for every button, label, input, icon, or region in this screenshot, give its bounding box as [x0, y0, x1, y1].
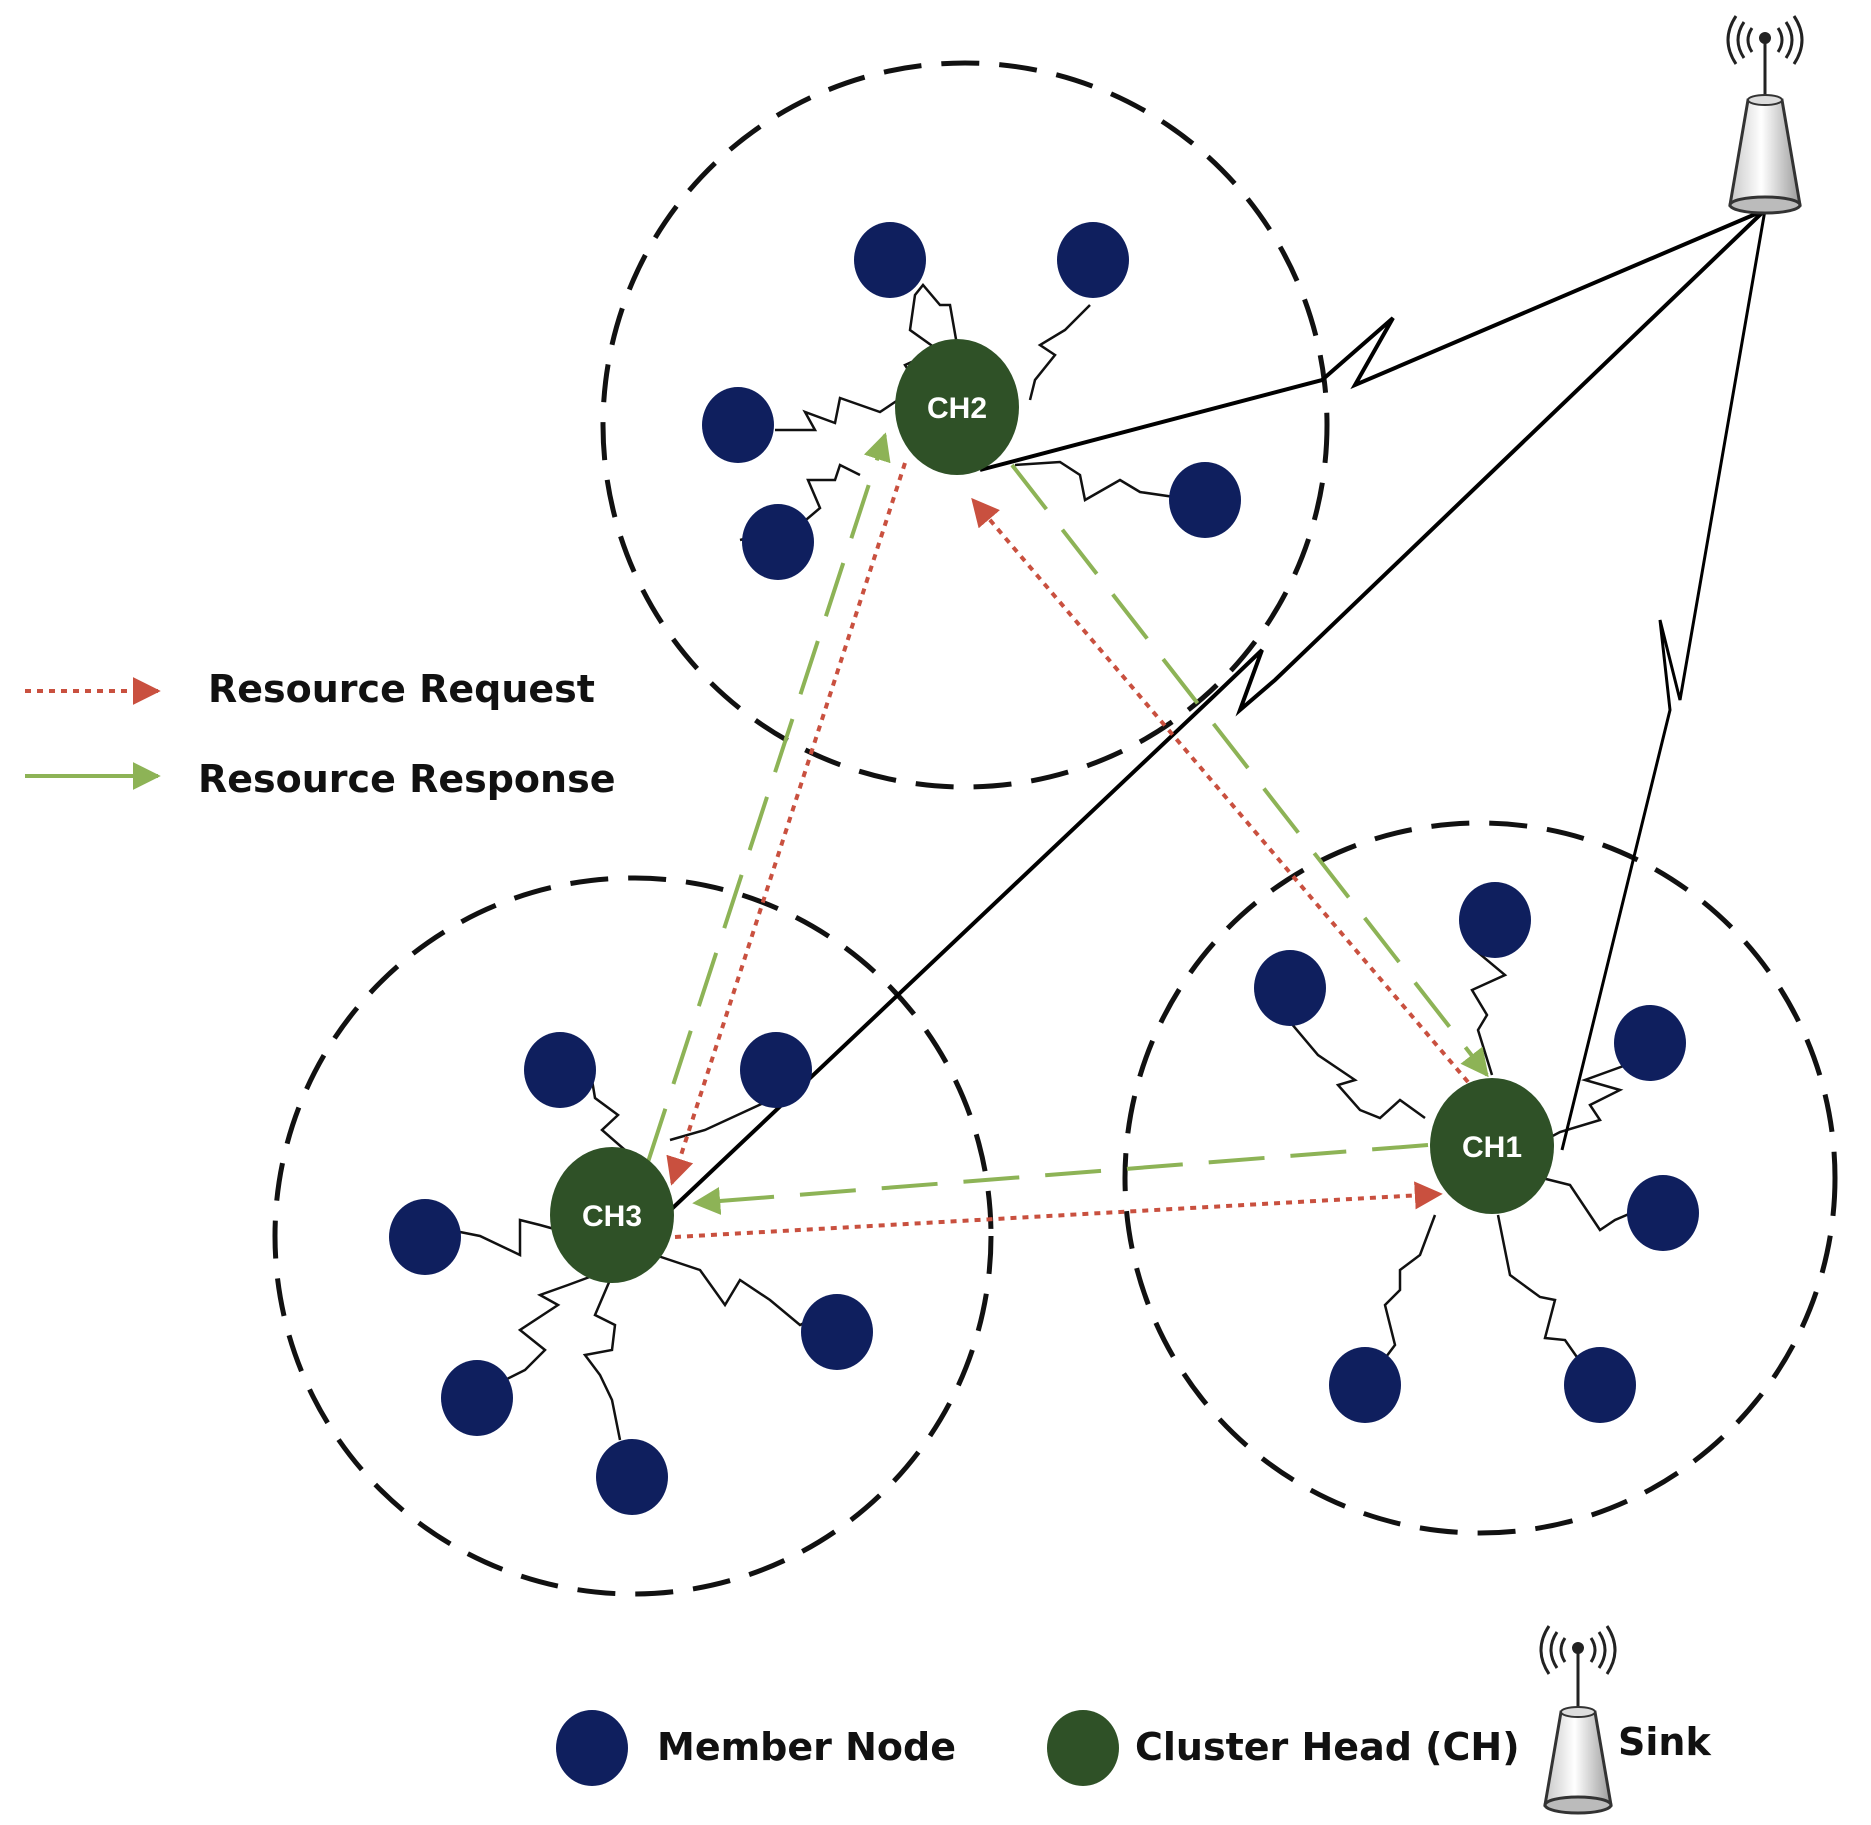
member-link	[1279, 1009, 1426, 1120]
member-node	[1614, 1005, 1686, 1081]
sink-link-ch1	[1560, 209, 1767, 1151]
sink-link-ch2	[979, 208, 1766, 472]
legend-sink-label: Sink	[1618, 1720, 1711, 1764]
legend-response-label: Resource Response	[198, 757, 615, 801]
cluster-head-node	[1430, 1078, 1554, 1214]
sink-links	[658, 208, 1767, 1222]
member-link	[1014, 460, 1196, 502]
cluster-boundary-ch2	[600, 60, 1330, 790]
cluster-head-node	[895, 339, 1019, 475]
legend-arrows: Resource Request Resource Response	[25, 667, 615, 801]
legend-bottom: Member Node Cluster Head (CH) Sink	[556, 1625, 1711, 1815]
member-link	[1470, 943, 1508, 1076]
member-link	[582, 1279, 622, 1441]
member-node	[1459, 882, 1531, 958]
cluster-head-ch3: CH3	[550, 1147, 674, 1283]
member-node	[1564, 1347, 1636, 1423]
legend-cluster-head-label: Cluster Head (CH)	[1135, 1725, 1520, 1769]
member-node	[1057, 222, 1129, 298]
legend-member-node-label: Member Node	[657, 1725, 956, 1769]
cluster-boundary-ch3	[272, 875, 994, 1597]
member-link	[474, 1273, 596, 1397]
legend-sink-icon	[1539, 1625, 1617, 1815]
member-node	[854, 222, 926, 298]
legend-cluster-head-swatch	[1047, 1710, 1119, 1786]
member-nodes	[389, 222, 1699, 1515]
member-node	[1627, 1175, 1699, 1251]
response-arrow-ch2-to-ch1	[1010, 463, 1489, 1078]
cluster-head-node	[550, 1147, 674, 1283]
legend-request-label: Resource Request	[208, 667, 595, 711]
member-link	[775, 396, 899, 432]
response-arrow-ch1-to-ch3	[692, 1143, 1429, 1215]
member-node	[524, 1032, 596, 1108]
response-arrows	[646, 432, 1489, 1215]
cluster-head-ch2: CH2	[895, 339, 1019, 475]
member-link	[1496, 1214, 1595, 1381]
member-link	[1544, 1058, 1641, 1142]
response-arrow-ch3-to-ch2	[646, 432, 891, 1163]
sink-antenna-icon	[1726, 15, 1804, 215]
member-link	[449, 1218, 559, 1257]
member-node	[441, 1360, 513, 1436]
request-arrows	[666, 462, 1470, 1239]
member-link	[1028, 304, 1091, 401]
member-node	[742, 504, 814, 580]
cluster-head-label: CH3	[582, 1200, 642, 1233]
member-node	[1329, 1347, 1401, 1423]
request-arrow-ch3-to-ch1	[674, 1181, 1443, 1239]
sink-link-ch3	[658, 208, 1767, 1222]
member-node	[1169, 462, 1241, 538]
member-link	[654, 1253, 811, 1327]
request-arrow-ch1-to-ch2	[971, 497, 1470, 1084]
member-link	[669, 1098, 771, 1142]
cluster-boundary-ch1	[1122, 820, 1838, 1536]
legend-member-node-swatch	[556, 1710, 628, 1786]
cluster-boundaries	[272, 60, 1838, 1597]
member-node	[389, 1199, 461, 1275]
cluster-head-ch1: CH1	[1430, 1078, 1554, 1214]
member-node	[740, 1032, 812, 1108]
member-node	[702, 387, 774, 463]
cluster-head-label: CH2	[927, 392, 987, 425]
cluster-head-label: CH1	[1462, 1131, 1522, 1164]
member-node	[801, 1294, 873, 1370]
member-node	[1254, 950, 1326, 1026]
member-node	[596, 1439, 668, 1515]
